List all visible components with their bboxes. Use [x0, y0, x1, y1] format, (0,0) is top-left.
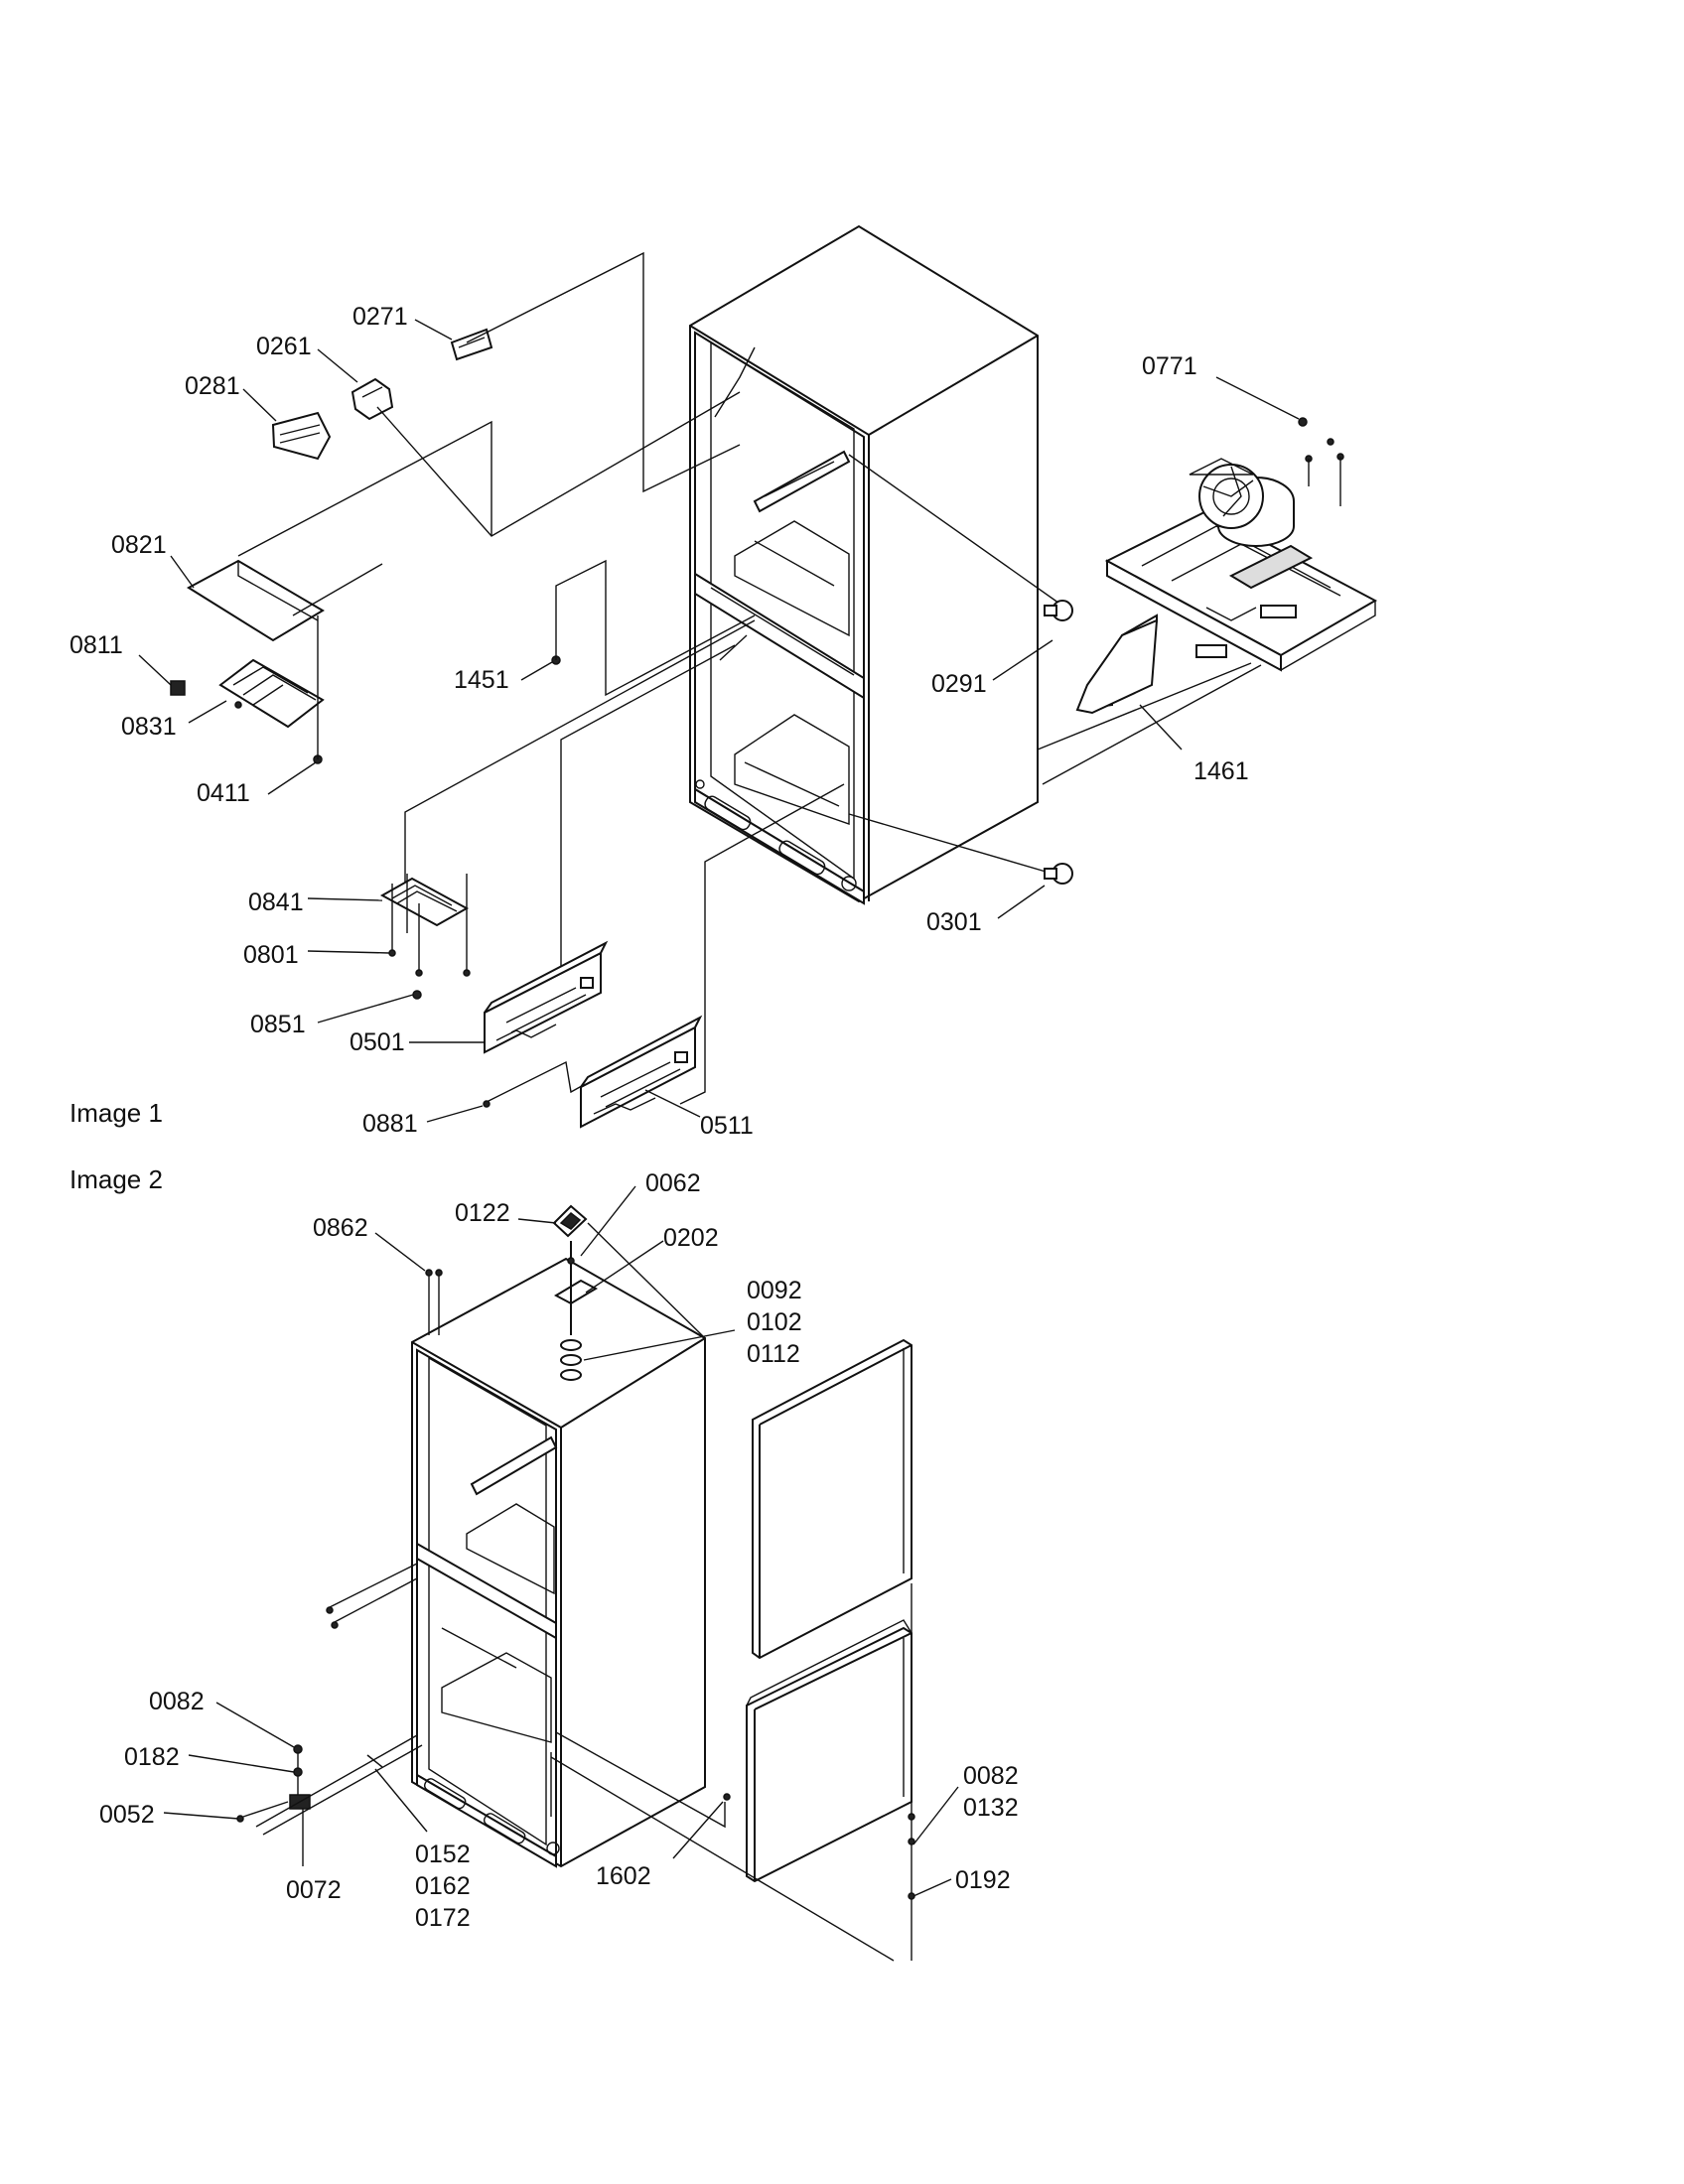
- callout-0122: 0122: [455, 1199, 510, 1227]
- callout-1461: 1461: [1193, 757, 1249, 785]
- callout-0092: 0092: [747, 1277, 802, 1304]
- door-lower: [746, 1619, 912, 1883]
- callout-0052: 0052: [99, 1801, 155, 1829]
- callout-0862: 0862: [313, 1214, 368, 1242]
- part-0281: [271, 411, 332, 461]
- part-0881-screw: [483, 1100, 491, 1108]
- part-0811: [170, 680, 186, 696]
- image2-leaders: [163, 1185, 959, 1897]
- callout-0162: 0162: [415, 1872, 471, 1900]
- section-title-image2: Image 2: [70, 1164, 163, 1194]
- callout-0102: 0102: [747, 1308, 802, 1336]
- callout-0821: 0821: [111, 531, 167, 559]
- part-1461: [1075, 614, 1159, 715]
- part-compressor-assembly: [1104, 453, 1378, 672]
- callout-0841: 0841: [248, 888, 304, 916]
- callout-0851: 0851: [250, 1011, 306, 1038]
- callout-0112: 0112: [747, 1340, 800, 1368]
- image1-leaders: [138, 319, 1300, 1123]
- image1-callouts: 0271 0261 0281 0821 0811 0831 0411 1451 …: [70, 303, 1249, 1140]
- callout-0062: 0062: [645, 1169, 701, 1197]
- part-0831: [218, 658, 325, 729]
- part-0182: [293, 1767, 303, 1777]
- image1-explosion-lines: [237, 251, 1262, 1105]
- callout-0301: 0301: [926, 908, 982, 936]
- image2-diagram: Image 2: [70, 1164, 1019, 1962]
- callout-0072: 0072: [286, 1876, 342, 1904]
- cabinet-lower: [411, 1257, 706, 1868]
- image2-callouts: 0862 0122 0062 0202 0092 0102 0112 0082 …: [99, 1169, 1019, 1932]
- callout-0152: 0152: [415, 1841, 471, 1868]
- screw-0831: [234, 701, 242, 709]
- part-0152-rod: [255, 1734, 423, 1836]
- image1-diagram: 0271 0261 0281 0821 0811 0831 0411 1451 …: [70, 224, 1378, 1140]
- callout-0291: 0291: [931, 670, 987, 698]
- section-title-image1: Image 1: [70, 1098, 163, 1128]
- part-0261: [351, 377, 394, 421]
- bracket-0841-pins: [388, 874, 471, 1000]
- part-washers: [560, 1339, 582, 1381]
- part-0062: [567, 1241, 575, 1335]
- callout-0811: 0811: [70, 631, 123, 659]
- callout-0082-right: 0082: [963, 1762, 1019, 1790]
- part-0862: [425, 1269, 443, 1335]
- part-0122: [552, 1204, 588, 1238]
- mid-hinge-screws: [326, 1563, 418, 1629]
- part-0501: [484, 940, 609, 1054]
- callout-0501: 0501: [350, 1028, 405, 1056]
- callout-0182: 0182: [124, 1743, 180, 1771]
- callout-0881: 0881: [362, 1110, 418, 1138]
- callout-0271: 0271: [352, 303, 408, 331]
- callout-0771: 0771: [1142, 352, 1197, 380]
- part-0052: [236, 1801, 289, 1823]
- screw-0771b: [1327, 438, 1334, 446]
- part-0771-screw: [1298, 417, 1308, 427]
- callout-0202: 0202: [663, 1224, 719, 1252]
- callout-0411: 0411: [197, 779, 250, 807]
- cabinet-upper: [689, 224, 1039, 905]
- callout-0281: 0281: [185, 372, 240, 400]
- part-0301: [1044, 863, 1073, 885]
- callout-0082-left: 0082: [149, 1688, 205, 1715]
- callout-1451: 1451: [454, 666, 509, 694]
- callout-0172: 0172: [415, 1904, 471, 1932]
- callout-0511: 0511: [700, 1112, 754, 1140]
- part-0841: [379, 877, 470, 927]
- callout-1602: 1602: [596, 1862, 651, 1890]
- part-0291: [1044, 600, 1073, 621]
- part-0511: [580, 1015, 703, 1129]
- part-0271: [450, 328, 493, 361]
- door-upper: [752, 1338, 912, 1660]
- image2-explosion-lines: [550, 1222, 915, 1962]
- callout-0801: 0801: [243, 941, 299, 969]
- callout-0831: 0831: [121, 713, 177, 741]
- part-0821: [187, 559, 325, 642]
- callout-0132: 0132: [963, 1794, 1019, 1822]
- callout-0192: 0192: [955, 1866, 1011, 1894]
- callout-0261: 0261: [256, 333, 312, 360]
- part-0202: [553, 1279, 599, 1305]
